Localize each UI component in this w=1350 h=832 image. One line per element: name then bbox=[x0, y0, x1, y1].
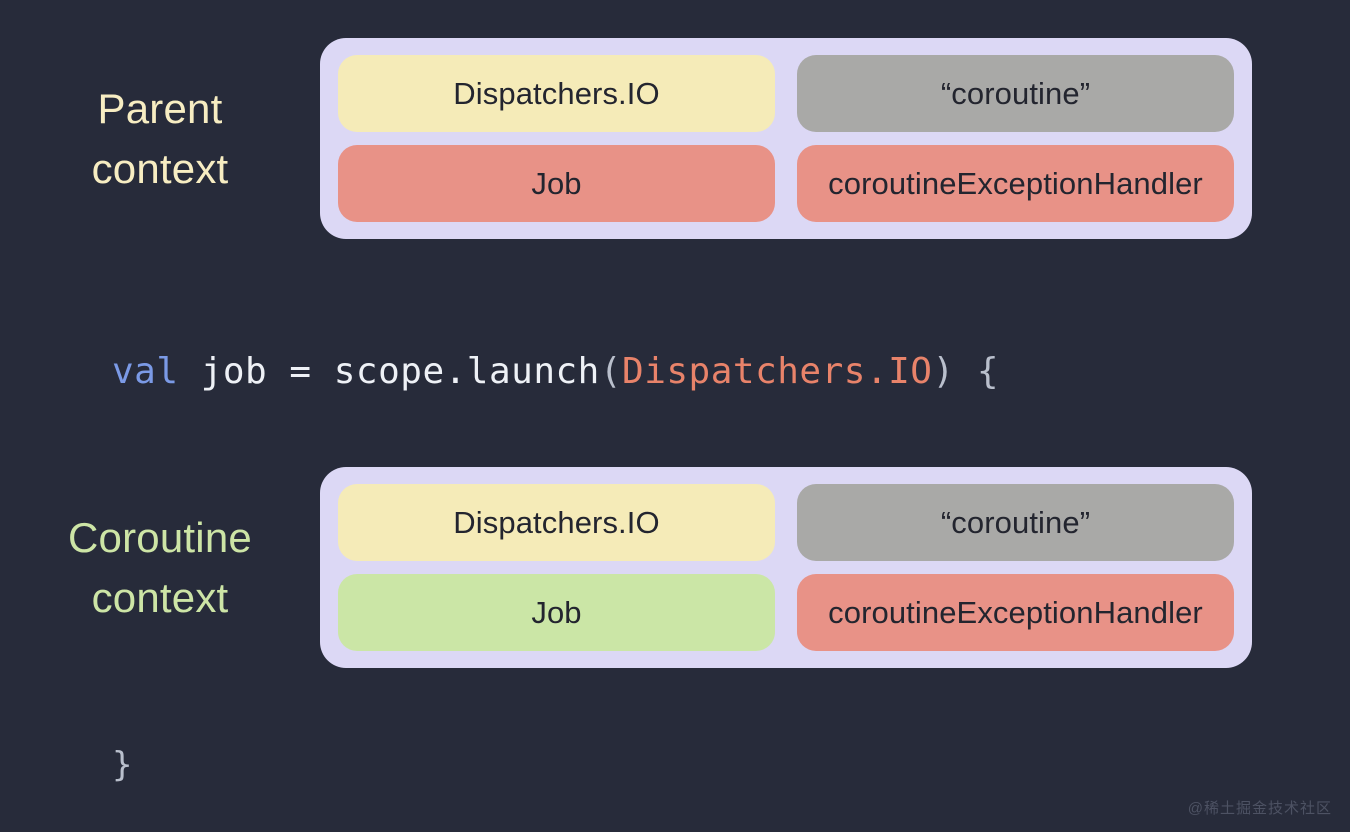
parent-context-box: Dispatchers.IO “coroutine” Job coroutine… bbox=[320, 38, 1252, 239]
coroutine-context-box: Dispatchers.IO “coroutine” Job coroutine… bbox=[320, 467, 1252, 668]
code-token-open-brace: { bbox=[954, 351, 1000, 392]
chip-coroutine-name-coroutine[interactable]: “coroutine” bbox=[797, 484, 1234, 561]
code-line-launch: val job = scope.launch(Dispatchers.IO) { bbox=[112, 351, 999, 392]
chip-coroutine-name-parent[interactable]: “coroutine” bbox=[797, 55, 1234, 132]
parent-context-section: Parent context Dispatchers.IO “coroutine… bbox=[0, 38, 1252, 239]
chip-dispatchers-io-parent[interactable]: Dispatchers.IO bbox=[338, 55, 775, 132]
code-token-open-paren: ( bbox=[599, 351, 623, 392]
coroutine-context-label-line2: context bbox=[91, 573, 229, 621]
code-token-dispatchers-io: Dispatchers.IO bbox=[622, 351, 933, 392]
chip-job-parent[interactable]: Job bbox=[338, 145, 775, 222]
watermark-text: @稀土掘金技术社区 bbox=[1187, 800, 1332, 817]
chip-coroutine-exception-handler-parent[interactable]: coroutineExceptionHandler bbox=[797, 145, 1234, 222]
parent-context-label-line1: Parent bbox=[97, 84, 223, 132]
coroutine-context-section: Coroutine context Dispatchers.IO “corout… bbox=[0, 467, 1252, 668]
code-token-keyword-val: val bbox=[112, 351, 179, 392]
parent-chip-row-top: Dispatchers.IO “coroutine” bbox=[338, 55, 1234, 132]
coroutine-context-label: Coroutine context bbox=[0, 508, 320, 627]
parent-context-label: Parent context bbox=[0, 79, 320, 198]
coroutine-chip-row-bottom: Job coroutineExceptionHandler bbox=[338, 574, 1234, 651]
code-token-assignment: job = scope.launch bbox=[178, 351, 600, 392]
code-line-closing-brace: } bbox=[112, 745, 133, 785]
parent-chip-row-bottom: Job coroutineExceptionHandler bbox=[338, 145, 1234, 222]
coroutine-context-label-line1: Coroutine bbox=[68, 513, 252, 561]
chip-dispatchers-io-coroutine[interactable]: Dispatchers.IO bbox=[338, 484, 775, 561]
code-token-close-paren: ) bbox=[932, 351, 955, 392]
chip-job-coroutine[interactable]: Job bbox=[338, 574, 775, 651]
coroutine-chip-row-top: Dispatchers.IO “coroutine” bbox=[338, 484, 1234, 561]
chip-coroutine-exception-handler-coroutine[interactable]: coroutineExceptionHandler bbox=[797, 574, 1234, 651]
parent-context-label-line2: context bbox=[91, 144, 229, 192]
